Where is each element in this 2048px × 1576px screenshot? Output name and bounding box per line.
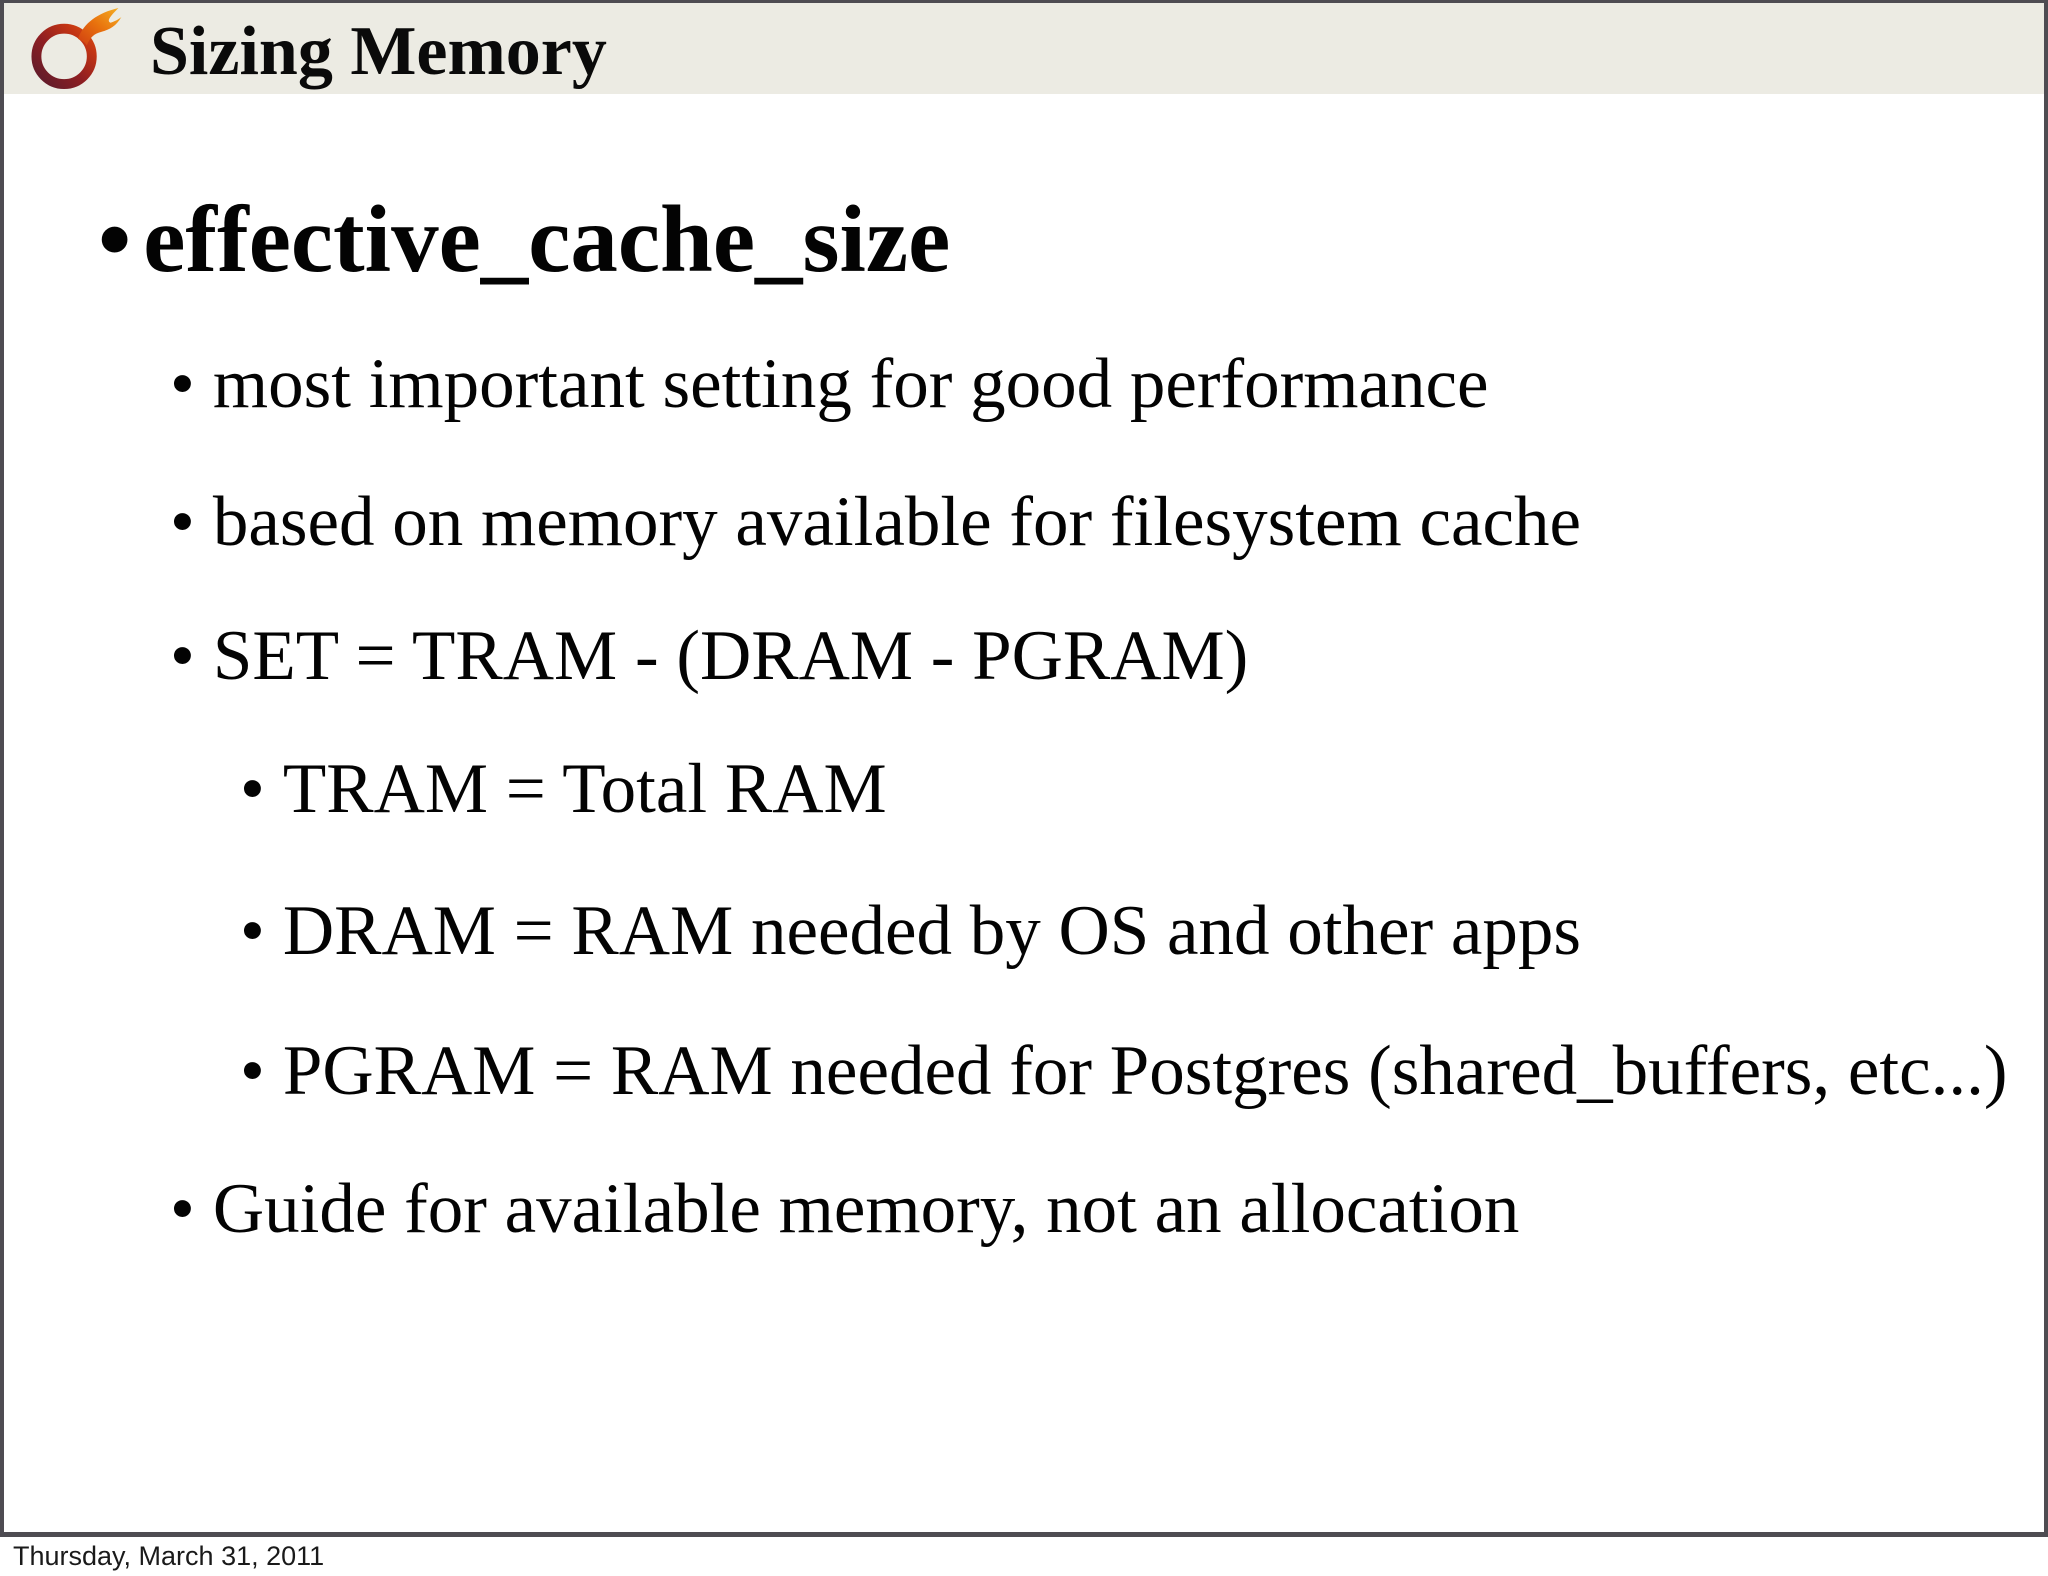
bullet-icon: •	[240, 1032, 265, 1110]
bullet-icon: •	[98, 186, 132, 292]
bullet-text: DRAM = RAM needed by OS and other apps	[282, 892, 1582, 970]
bullet-text: Guide for available memory, not an alloc…	[212, 1170, 1520, 1248]
bullet-text: PGRAM = RAM needed for Postgres (shared_…	[282, 1032, 2008, 1110]
bullet-item: •most important setting for good perform…	[4, 345, 2044, 423]
footer-date: Thursday, March 31, 2011	[13, 1541, 325, 1571]
slide-title: Sizing Memory	[150, 13, 607, 90]
bullet-text: most important setting for good performa…	[212, 345, 1489, 423]
bullet-icon: •	[170, 483, 195, 561]
bullet-item: •based on memory available for filesyste…	[4, 483, 2044, 561]
bullet-text: based on memory available for filesystem…	[212, 483, 1582, 561]
bullet-item-heading: •effective_cache_size	[4, 186, 2044, 292]
bullet-text: SET = TRAM - (DRAM - PGRAM)	[212, 617, 1249, 695]
bullet-text: TRAM = Total RAM	[282, 750, 887, 828]
bullet-item: •DRAM = RAM needed by OS and other apps	[4, 892, 2044, 970]
bullet-item: •SET = TRAM - (DRAM - PGRAM)	[4, 617, 2044, 695]
bullet-icon: •	[170, 1170, 195, 1248]
bullet-icon: •	[170, 345, 195, 423]
flame-ring-logo-icon	[31, 7, 122, 90]
presentation-slide: Sizing Memory •effective_cache_size •mos…	[0, 0, 2048, 1537]
bullet-item: •TRAM = Total RAM	[4, 750, 2044, 828]
bullet-icon: •	[240, 750, 265, 828]
bullet-item: •Guide for available memory, not an allo…	[4, 1170, 2044, 1248]
heading-text: effective_cache_size	[143, 186, 951, 292]
bullet-item: •PGRAM = RAM needed for Postgres (shared…	[4, 1032, 2044, 1110]
bullet-icon: •	[170, 617, 195, 695]
slide-header-bar: Sizing Memory	[4, 3, 2044, 94]
bullet-icon: •	[240, 892, 265, 970]
